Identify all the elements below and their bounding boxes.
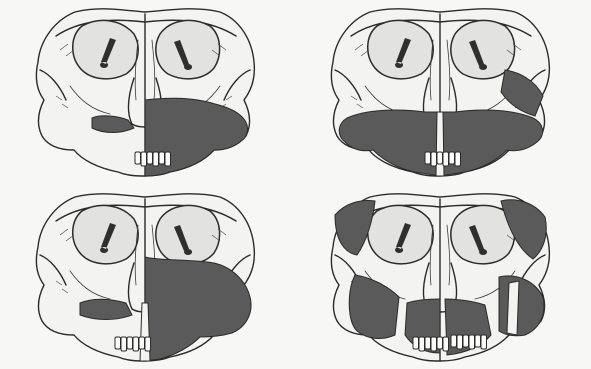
resection-area-small xyxy=(80,299,132,319)
left-orbit xyxy=(73,20,138,78)
tooth xyxy=(121,337,127,351)
tooth xyxy=(145,337,151,351)
tooth xyxy=(443,152,449,166)
skull-illustration xyxy=(0,185,290,369)
skull-illustration xyxy=(0,0,290,184)
tooth xyxy=(133,337,139,351)
tooth xyxy=(475,335,481,347)
tooth xyxy=(139,337,145,349)
tooth xyxy=(431,152,437,166)
panel-top-left xyxy=(0,0,290,184)
tooth xyxy=(425,152,431,164)
tooth xyxy=(413,337,419,349)
tooth xyxy=(481,335,487,349)
tooth xyxy=(153,152,159,166)
tooth xyxy=(431,337,437,351)
left-orbit xyxy=(368,20,433,78)
left-orbit xyxy=(73,205,138,263)
tooth xyxy=(159,152,165,164)
tooth xyxy=(147,152,153,164)
tooth xyxy=(425,337,431,349)
tooth xyxy=(449,152,455,164)
tooth xyxy=(463,335,469,347)
tooth xyxy=(443,337,449,351)
tooth xyxy=(115,337,121,349)
skull-illustration xyxy=(295,0,585,184)
tooth xyxy=(127,337,133,349)
panel-bottom-left xyxy=(0,185,290,369)
panel-bottom-right xyxy=(295,185,585,369)
tooth xyxy=(165,152,171,166)
tooth xyxy=(451,335,457,347)
tooth xyxy=(135,152,141,164)
left-orbit xyxy=(368,205,433,263)
tooth xyxy=(457,335,463,349)
tooth xyxy=(437,337,443,349)
tooth xyxy=(419,337,425,351)
right-orbit xyxy=(156,205,220,263)
right-orbit xyxy=(156,20,220,78)
tooth xyxy=(455,152,461,166)
tooth xyxy=(141,152,147,166)
panel-top-right xyxy=(295,0,585,184)
tooth xyxy=(469,335,475,349)
skull-illustration xyxy=(295,185,585,369)
tooth xyxy=(437,152,443,164)
